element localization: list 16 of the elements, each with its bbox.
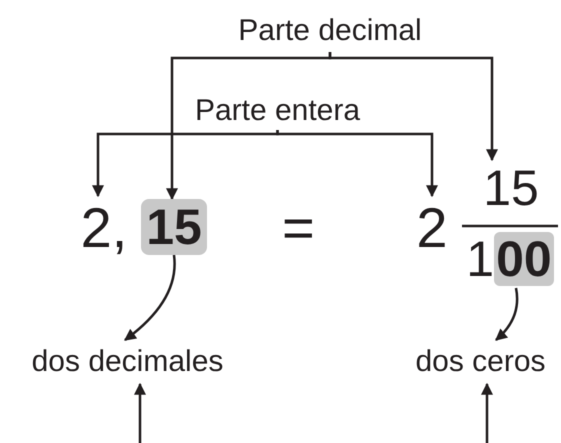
curved-arrow [124, 254, 176, 341]
annotation-text: dos ceros [400, 340, 561, 384]
numerator-text: 15 [466, 160, 556, 216]
bracket-arrow [92, 130, 279, 198]
highlighted-digits: 15 [141, 199, 207, 255]
equals-sign: = [282, 198, 315, 258]
arrow [134, 382, 146, 443]
bracket-arrow [276, 130, 438, 198]
curved-arrow [495, 288, 518, 341]
arrow [481, 382, 493, 443]
bracket-label: Parte decimal [215, 10, 445, 52]
bracket-label: Parte entera [185, 92, 370, 130]
bracket-arrow [328, 52, 498, 162]
annotation-text: dos decimales [0, 340, 255, 384]
number-text: 2 [410, 196, 454, 260]
number-text: 2, [68, 196, 140, 260]
